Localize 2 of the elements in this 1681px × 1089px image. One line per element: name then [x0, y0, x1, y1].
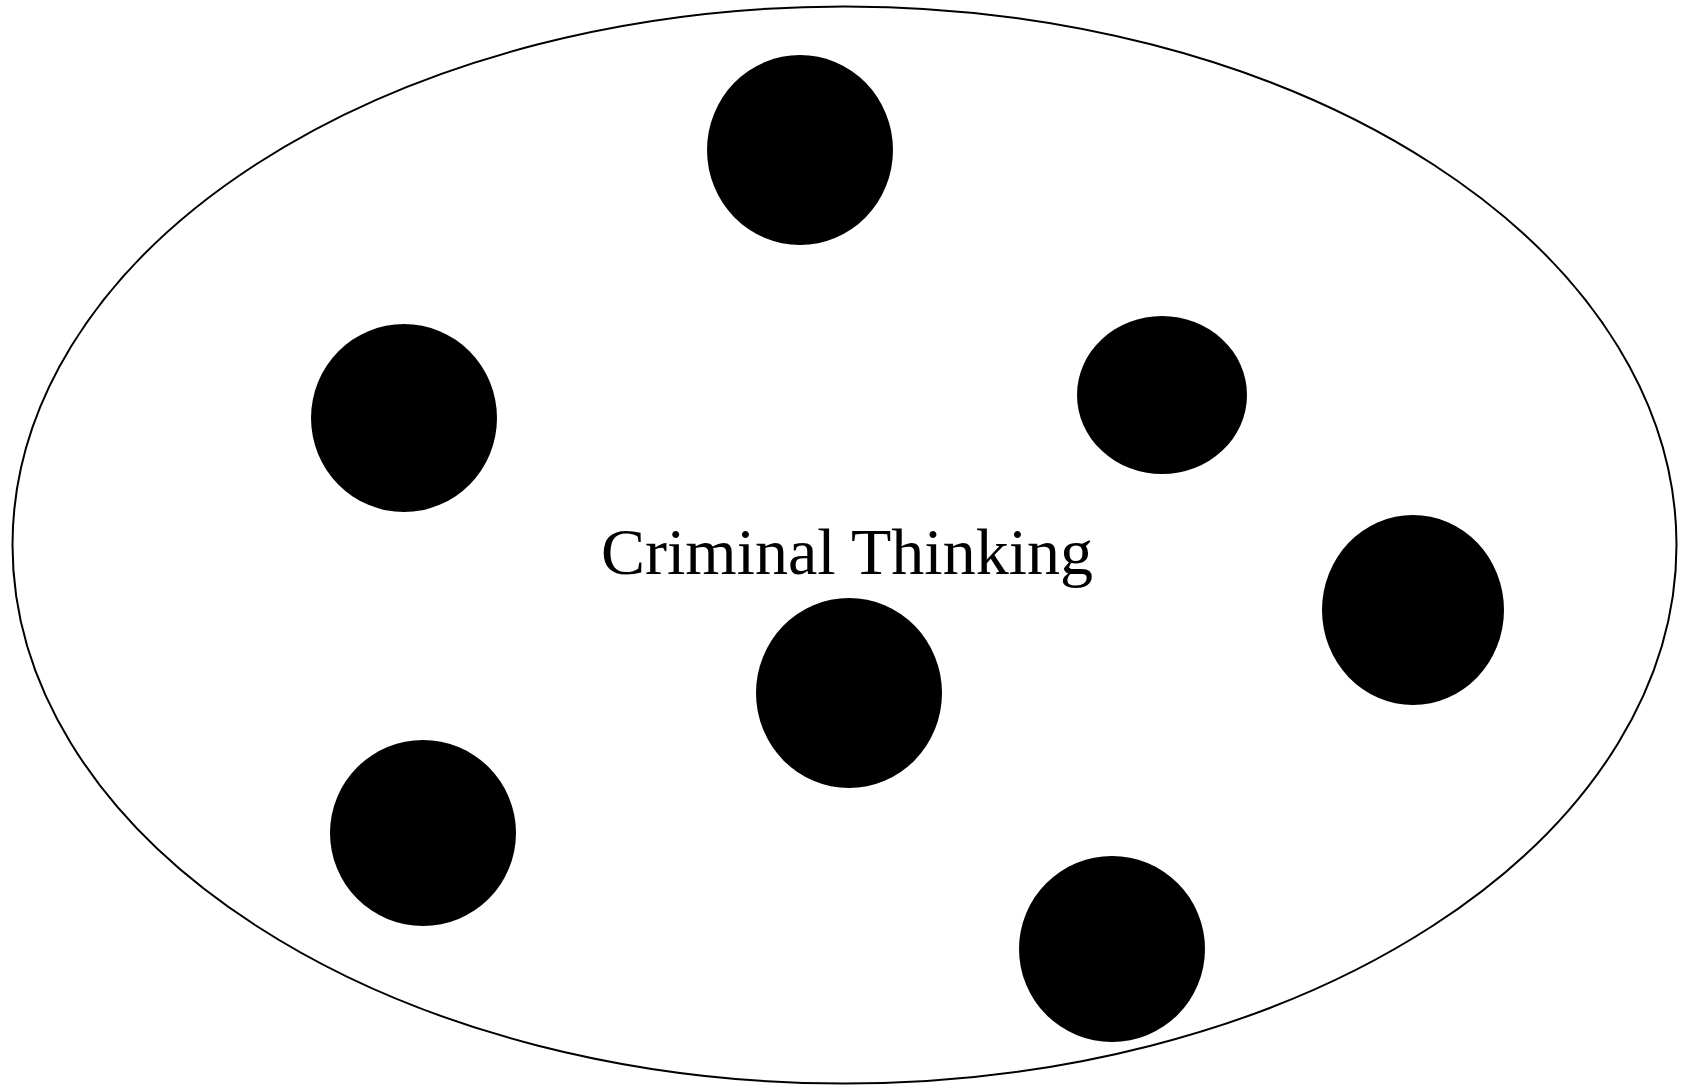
ellipse-region — [11, 5, 1678, 1085]
region-label: Criminal Thinking — [601, 515, 1093, 589]
